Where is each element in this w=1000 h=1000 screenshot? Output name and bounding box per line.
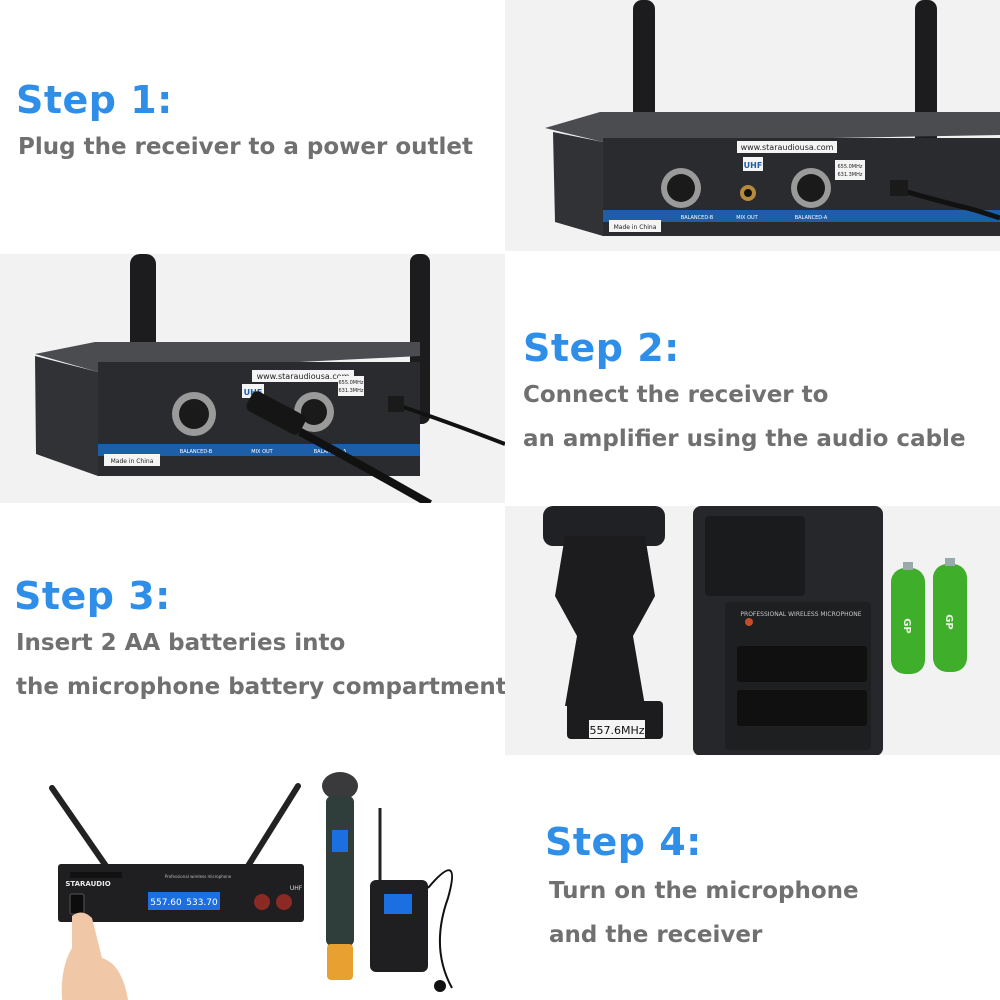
receiver-mix-out: MIX OUT (251, 449, 273, 455)
compartment-text: PROFESSIONAL WIRELESS MICROPHONE (740, 611, 861, 618)
aa-battery-1: GP (891, 562, 925, 674)
receiver-balanced-b: BALANCED-B (681, 215, 714, 221)
blue-strip (603, 210, 1000, 222)
battery-brand-1: GP (901, 618, 912, 634)
frequency-tag: 557.6MHz (589, 724, 644, 737)
step-3-title: Step 3: (14, 574, 171, 618)
receiver-balanced-b: BALANCED-B (180, 449, 213, 455)
antenna-right (245, 783, 301, 869)
display-a: 557.60 (150, 898, 182, 908)
receiver-freq-2: 631.3MHz (837, 172, 862, 178)
audio-plug (246, 391, 306, 435)
receiver-origin: Made in China (614, 224, 657, 231)
step-2-line-1: Connect the receiver to (523, 382, 829, 408)
aa-battery-2: GP (933, 558, 967, 672)
battery-slot-1 (737, 646, 867, 682)
front-band: UHF (290, 885, 303, 892)
lavalier-mic (434, 980, 446, 992)
battery-cover (555, 536, 655, 706)
receiver-website: www.staraudiousa.com (257, 372, 350, 381)
step-1-title: Step 1: (16, 78, 173, 122)
battery-brand-2: GP (943, 614, 954, 630)
lavalier-cable (427, 869, 453, 989)
volume-knob-a (254, 894, 270, 910)
bodypack (370, 880, 428, 972)
step-2-receiver-photo: www.staraudiousa.com UHF 655.0MHz 631.3M… (0, 254, 505, 504)
step-3-line-1: Insert 2 AA batteries into (16, 630, 346, 656)
front-tagline: Professional wireless microphone (165, 874, 232, 879)
step-3-line-2: the microphone battery compartment (16, 674, 505, 700)
step-4-system-photo: STARAUDIO Professional wireless micropho… (0, 758, 505, 1000)
step-2-title: Step 2: (523, 326, 680, 370)
antenna-left (49, 785, 109, 869)
mic-end-cap (327, 944, 353, 980)
audio-cable (298, 428, 432, 504)
power-switch (69, 893, 85, 915)
receiver-body (35, 356, 98, 476)
step-3-battery-photo: 557.6MHz PROFESSIONAL WIRELESS MICROPHON… (505, 506, 1000, 756)
mic-head (322, 772, 358, 800)
receiver-freq-1: 655.0MHz (338, 380, 363, 386)
battery-slot-2 (737, 690, 867, 726)
step-4-line-2: and the receiver (549, 922, 763, 948)
power-cable (399, 404, 505, 446)
receiver-origin: Made in China (111, 458, 154, 465)
receiver-freq-2: 631.3MHz (338, 388, 363, 394)
receiver-body (553, 132, 603, 236)
front-brand: STARAUDIO (65, 880, 110, 888)
display-b: 533.70 (186, 898, 218, 908)
step-2-line-2: an amplifier using the audio cable (523, 426, 966, 452)
receiver-website: www.staraudiousa.com (741, 143, 834, 152)
step-1-text-panel: Step 1: Plug the receiver to a power out… (0, 0, 505, 252)
receiver-band: UHF (744, 161, 763, 170)
mic-body (326, 796, 354, 946)
step-3-text-panel: Step 3: Insert 2 AA batteries into the m… (0, 506, 505, 756)
volume-knob-b (276, 894, 292, 910)
step-1-receiver-photo: www.staraudiousa.com UHF 655.0MHz 631.3M… (505, 0, 1000, 252)
receiver-freq-1: 655.0MHz (837, 164, 862, 170)
step-1-line-1: Plug the receiver to a power outlet (18, 134, 474, 160)
receiver-balanced-a: BALANCED-A (795, 215, 828, 221)
lcd-display (148, 892, 220, 910)
step-4-title: Step 4: (545, 820, 702, 864)
step-4-text-panel: Step 4: Turn on the microphone and the r… (505, 758, 1000, 1000)
step-4-line-1: Turn on the microphone (549, 878, 859, 904)
finger (61, 912, 128, 1000)
receiver-mix-out: MIX OUT (736, 215, 758, 221)
receiver-band: UHF (244, 388, 263, 397)
step-2-text-panel: Step 2: Connect the receiver to an ampli… (505, 254, 1000, 504)
